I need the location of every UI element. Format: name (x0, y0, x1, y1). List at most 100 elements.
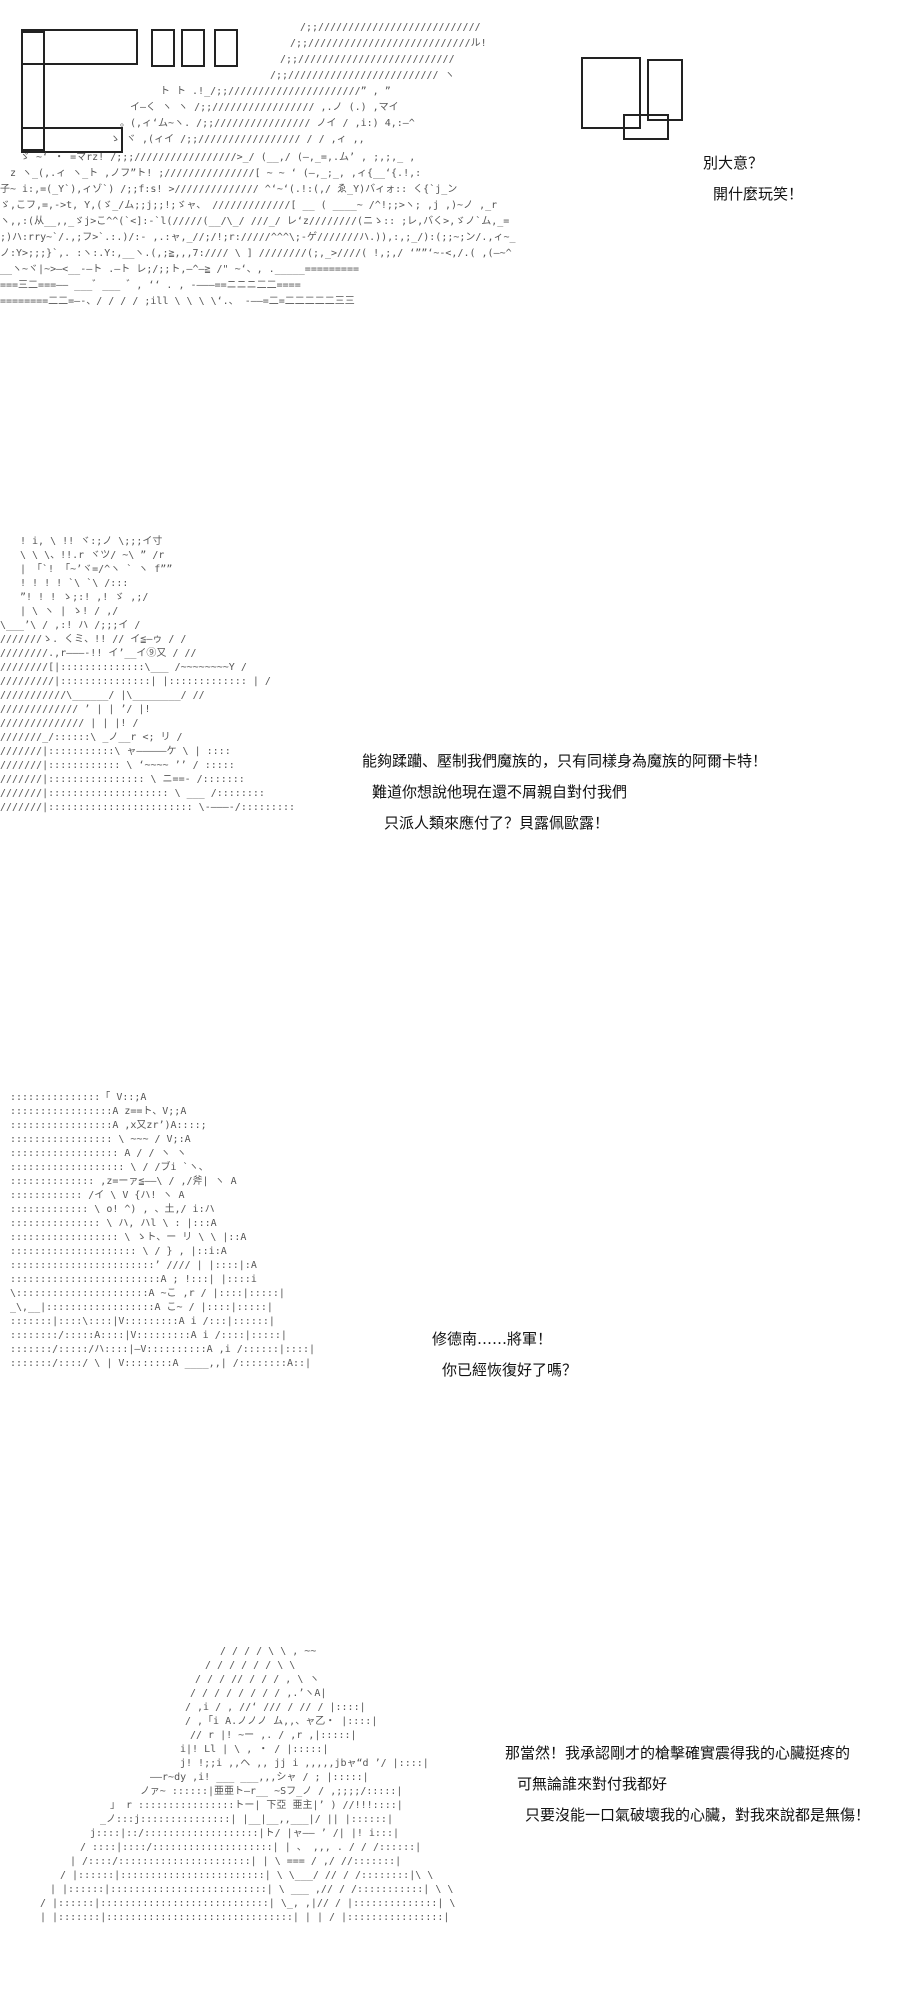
svg-text:::::::::::::::::::::::::’ ///: ::::::::::::::::::::::::’ //// | |::::|:… (10, 1260, 257, 1271)
svg-text:ノ:Y>;;;}`,. :ヽ:.Y:,__ヽ.(,;≧,,: ノ:Y>;;;}`,. :ヽ:.Y:,__ヽ.(,;≧,,,7://// \ ]… (0, 247, 512, 259)
panel-4-dialogue: 那當然！我承認剛才的槍擊確實震得我的心臟挺疼的 可無論誰來對付我都好 只要沒能一… (505, 1744, 870, 1837)
svg-text::::::::::::::::::A ,x又zr’)A:: :::::::::::::::::A ,x又zr’)A::::; (10, 1119, 207, 1131)
svg-text:_\,__|::::::::::::::::::A こ~: _\,__|::::::::::::::::::A こ~ / |::::|:::… (10, 1302, 273, 1313)
svg-text:。(,ィ‘ム~ヽ. /;;////////////////: 。(,ィ‘ム~ヽ. /;;//////////////// ノイ / ,i:) … (120, 117, 415, 129)
svg-text:/ ,i / , //‘ /// / // /: / ,i / , //‘ /// / // / |::::| (185, 1702, 366, 1713)
svg-text:/ |::::::|:::::::::::::::::::: / |::::::|::::::::::::::::::::::::| \ \_… (60, 1870, 433, 1881)
svg-text:j! !;;i ,,ヘ ,, jj i ,,,,,jb: j! !;;i ,,ヘ ,, jj i ,,,,,jbャ“d ’/ |::::| (180, 1758, 429, 1769)
panel-3-dialogue: 修德南……將軍！ 你已經恢復好了嗎？ (432, 1330, 577, 1392)
svg-text:| 「`! 「~’ヾ=/^ヽ ` ヽ f””: | 「`! 「~’ヾ=/^ヽ ` ヽ f”” (20, 563, 172, 575)
svg-text::::::::::::::::::A z==ト、V;;: :::::::::::::::::A z==ト、V;;A (10, 1106, 186, 1117)
svg-text:ノァ~ ::::::|亜亜ト—r__ ~Sフ_ノ /: ノァ~ ::::::|亜亜ト—r__ ~Sフ_ノ / ,;;;;/:::::| (140, 1786, 402, 1797)
svg-text:////////////// | | |: ////////////// | | |! / (0, 718, 138, 729)
armored-man-character-art: / / / / \ \ , ~~ / / / / / / \ \ / / / /… (40, 1646, 455, 1923)
svg-text:」 r ::::::::::::::::トー| 下亞: 」 r ::::::::::::::::トー| 下亞 亜主|’ ) //!!!:… (110, 1799, 403, 1811)
svg-text::::::::/::::/ \ | V::::::::: :::::::/::::/ \ | V::::::::A ____,,| /::… (10, 1358, 311, 1369)
svg-text:イ—く ヽ ヽ /;;/////////////////: イ—く ヽ ヽ /;;///////////////// ,.ノ (.) ,マイ (130, 102, 399, 113)
svg-text:ヽ,,:(从__,,_ゞj>こ^^(`<]:‐`l(////: ヽ,,:(从__,,_ゞj>こ^^(`<]:‐`l(/////(__/\_/ /… (0, 215, 509, 227)
svg-text:j::::|::/:::::::::::::::::::|ト: j::::|::/:::::::::::::::::::|ト/ |ャ—— ’ /… (90, 1828, 399, 1839)
svg-text:///////|:::::::::::: \ ‘~~~~: ///////|:::::::::::: \ ‘~~~~ ’’ / ::::: (0, 760, 235, 771)
svg-text::::::::::::::::::::::::::A: :::::::::::::::::::::::::A ; !:::| |::::… (10, 1274, 257, 1285)
svg-text:///////|::::::::::::::::::::: ///////|:::::::::::::::::::: \ ___ /::::… (0, 788, 265, 799)
svg-text:/ / / / / / \ \: / / / / / / \ \ (205, 1660, 295, 1671)
panel-1-ascii-art: /;;/////////////////////////// /;;//////… (0, 10, 690, 340)
svg-text::::::::::::::::「 V::;A: :::::::::::::::「 V::;A (10, 1091, 146, 1103)
svg-text:::::::::/:::::A::::|V:::::::::: ::::::::/:::::A::::|V:::::::::A i /::::|… (10, 1330, 287, 1341)
svg-text:”! ! ! ゝ;:! ,! ゞ ,;/: ”! ! ! ゝ;:! ,! ゞ ,;/ (20, 592, 148, 603)
svg-text://///////|:::::::::::::::| |:: /////////|:::::::::::::::| |::::::::::::… (0, 676, 271, 687)
svg-text:/ / / / / / / / ,.’ヽ: / / / / / / / / ,.’ヽA| (190, 1688, 326, 1699)
svg-text:::::::::::::::: \ ハ, ハl \: ::::::::::::::: \ ハ, ハl \ : |:::A (10, 1218, 217, 1229)
svg-text:| /::::/::::::::::::::::::::: | /::::/::::::::::::::::::::::| | \ === … (70, 1856, 401, 1867)
svg-text:z ヽ_(,.ィ ヽ_ト ,ノフ”ト! ;/////: z ヽ_(,.ィ ヽ_ト ,ノフ”ト! ;///////////////[ ~ … (10, 168, 421, 179)
svg-text:::::::::::::: \ o! ^) , 、: ::::::::::::: \ o! ^) , 、土,/ i:ハ (10, 1202, 215, 1215)
dialogue-line: 難道你想說他現在還不屑親自對付我們 (372, 783, 628, 801)
svg-text:! i, \ !! ヾ:;ノ \;;;イ寸: ! i, \ !! ヾ:;ノ \;;;イ寸 (20, 534, 162, 547)
svg-text:ゞ ~‘ ・ =マrz! /;;;///////////: ゞ ~‘ ・ =マrz! /;;;/////////////////>_/ (_… (20, 151, 415, 163)
dialogue-line: 那當然！我承認剛才的槍擊確實震得我的心臟挺疼的 (505, 1744, 851, 1762)
svg-text:///////_/::::::\ _ノ__r <;: ///////_/::::::\ _ノ__r <; リ / (0, 732, 183, 743)
svg-text:| |::::::|::::::::::::::::::: | |::::::|::::::::::::::::::::::::::| \ … (50, 1884, 453, 1895)
svg-text:/;;///////////////////////////: /;;/////////////////////////// (300, 22, 481, 33)
panel-3-ascii-art: :::::::::::::::「 V::;A :::::::::::::::::… (0, 1080, 440, 1480)
sfx-go-glyph-1 (21, 29, 238, 153)
dialogue-line: 修德南……將軍！ (432, 1330, 553, 1348)
impact-debris-art: /;;/////////////////////////// /;;//////… (0, 22, 516, 307)
svg-text:////////[|::::::::::::::\___ /: ////////[|::::::::::::::\___ /~~~~~~~~Y … (0, 662, 247, 673)
svg-text:ゝ ヾ ,(ィイ /;;////////////////: ゝ ヾ ,(ィイ /;;///////////////// / / ,ィ ,, (110, 134, 365, 145)
panel-1-dialogue: 別大意？ 開什麼玩笑！ (703, 154, 803, 216)
svg-text:///////////// ’ | | ’/: ///////////// ’ | | ’/ |! (0, 704, 151, 715)
svg-text:| |:::::::|::::::::::::::::: | |:::::::|:::::::::::::::::::::::::::::… (40, 1912, 449, 1923)
svg-text::::::::/:::::/ハ::::|—V::::::::: :::::::/:::::/ハ::::|—V::::::::::A ,i /::… (10, 1344, 315, 1355)
panel-3: :::::::::::::::「 V::;A :::::::::::::::::… (0, 1080, 899, 1480)
svg-text:::::::::::::::::: \ ~~~ /: ::::::::::::::::: \ ~~~ / V;:A (10, 1134, 191, 1145)
svg-text:| \ ヽ | ゝ! / ,/: | \ ヽ | ゝ! / ,/ (20, 606, 118, 617)
svg-text:///////|:::::::::::\ ャ—————ケ: ///////|:::::::::::\ ャ—————ケ \ | :::: (0, 745, 231, 757)
svg-text:/ / / / \ \ , ~~: / / / / \ \ , ~~ (220, 1646, 316, 1657)
svg-text:///////|:::::::::::::::: \ ニ: ///////|:::::::::::::::: \ ニ==- /::::::: (0, 774, 245, 785)
svg-text:ゞ,こフ,=,->t, Y,(ゞ_/ム;;j;;!;ゞャ、: ゞ,こフ,=,->t, Y,(ゞ_/ム;;j;;!;ゞャ、 //////////… (0, 199, 497, 211)
svg-text:===三二===—– ___゛___ ゛, ‘‘: ===三二===—– ___゛___ ゛, ‘‘ . , ‐———==ニニニ二二… (0, 279, 301, 291)
svg-text:/ |::::::|::::::::::::::::::: / |::::::|::::::::::::::::::::::::::::| … (40, 1898, 455, 1909)
svg-text:::::::::::::::::::::: \ / }: ::::::::::::::::::::: \ / } , |::i:A (10, 1246, 227, 1257)
svg-text:// r |! ~ー ,. / ,r ,|::: // r |! ~ー ,. / ,r ,|:::::| (190, 1730, 357, 1741)
dialogue-line: 別大意？ (703, 154, 764, 172)
svg-text::::::::::::: /イ \ V {ハ!: :::::::::::: /イ \ V {ハ! ヽ A (10, 1190, 185, 1201)
panel-2: ! i, \ !! ヾ:;ノ \;;;イ寸 \ \ \、!!.r ヾツ/ ~\ … (0, 520, 899, 910)
dialogue-line: 開什麼玩笑！ (713, 185, 804, 203)
svg-text:__ヽ~ヾ|~>—<__-—ト .—ト レ;/;;ト,—^—: __ヽ~ヾ|~>—<__-—ト .—ト レ;/;;ト,—^—≧ /" ~‘、, … (0, 264, 359, 275)
sfx-go-glyph-2 (581, 57, 683, 140)
svg-text::::::::::::::::::: A / /: :::::::::::::::::: A / / ヽ ヽ (10, 1148, 187, 1159)
svg-text:子~ i:,=(_Y`),ィゾ`) /;;f:s! >//: 子~ i:,=(_Y`),ィゾ`) /;;f:s! >/////////////… (0, 183, 457, 195)
panel-2-dialogue: 能夠蹂躪、壓制我們魔族的，只有同樣身為魔族的阿爾卡特！ 難道你想說他現在還不屑親… (362, 752, 767, 845)
svg-text:ト ト .!_/;;///////////////////: ト ト .!_/;;//////////////////////” , ” (160, 86, 391, 97)
svg-text:i|! Ll | \ , ・ / |:: i|! Ll | \ , ・ / |:::::| (180, 1744, 328, 1755)
svg-text:///////ゝ. くミ、!! // イ≦—ゥ /: ///////ゝ. くミ、!! // イ≦—ゥ / / (0, 634, 186, 645)
svg-text:///////|::::::::::::::::::::::: ///////|:::::::::::::::::::::::: \-———-/… (0, 802, 295, 813)
dialogue-line: 只派人類來應付了？貝露佩歐露！ (384, 814, 610, 832)
svg-text:========二二=—-、/ / / / ;il: ========二二=—-、/ / / / ;ill \ \ \ \‘.、 -—… (0, 296, 355, 307)
demon-face-character-art: ! i, \ !! ヾ:;ノ \;;;イ寸 \ \ \、!!.r ヾツ/ ~\ … (0, 534, 295, 813)
dialogue-line: 能夠蹂躪、壓制我們魔族的，只有同樣身為魔族的阿爾卡特！ (362, 752, 768, 770)
panel-1: /;;/////////////////////////// /;;//////… (0, 0, 899, 340)
panel-4-ascii-art: / / / / \ \ , ~~ / / / / / / \ \ / / / /… (0, 1640, 620, 2000)
svg-text:/;;///////////////////////// ヽ: /;;///////////////////////// ヽ (270, 70, 455, 81)
svg-text::::::::::::::: ,z=ーァ≦——\ /: :::::::::::::: ,z=ーァ≦——\ / ,/斧| ヽ A (10, 1175, 237, 1187)
dialogue-line: 可無論誰來對付我都好 (517, 1775, 668, 1793)
svg-text:_ノ:::j:::::::::::::::| |__|_: _ノ:::j:::::::::::::::| |__|__,,___|/ || … (100, 1814, 393, 1825)
shoulder-figure-art: :::::::::::::::「 V::;A :::::::::::::::::… (10, 1091, 315, 1369)
svg-text:\::::::::::::::::::::::A ~こ: \::::::::::::::::::::::A ~こ ,r / |::::|:… (10, 1288, 285, 1299)
panel-4: / / / / \ \ , ~~ / / / / / / \ \ / / / /… (0, 1640, 899, 2000)
svg-text:\ \ \、!!.r ヾツ/ ~\ ” /r: \ \ \、!!.r ヾツ/ ~\ ” /r (20, 550, 164, 561)
svg-text:///////////\______/ |\_______: ///////////\______/ |\________/ // (0, 690, 205, 701)
svg-text:! ! ! ! `\ `\ /:::: ! ! ! ! `\ `\ /::: (20, 577, 128, 589)
svg-text:////////.,r———-!! イ’__イ⑨又 /: ////////.,r———-!! イ’__イ⑨又 / // (0, 647, 197, 659)
svg-text:\___’\ / ,:! ハ /;;;イ /: \___’\ / ,:! ハ /;;;イ / (0, 620, 140, 631)
dialogue-line: 只要沒能一口氣破壞我的心臟，對我來說都是無傷！ (525, 1806, 871, 1824)
svg-text:/;;///////////////////////////: /;;///////////////////////////ル! (290, 38, 487, 49)
dialogue-line: 你已經恢復好了嗎？ (442, 1361, 578, 1379)
svg-text:——r~dy ,i! ___ ___,,,シャ /: ——r~dy ,i! ___ ___,,,シャ / ; |:::::| (150, 1772, 369, 1783)
svg-text:;)ハ:rry~`/.,;フ>`.:.)/:- ,.:ャ,_: ;)ハ:rry~`/.,;フ>`.:.)/:- ,.:ャ,_//;/!;r://… (0, 231, 516, 243)
svg-text:/;;//////////////////////////: /;;////////////////////////// (280, 54, 455, 65)
svg-text:::::::::::::::::::: \ / /: ::::::::::::::::::: \ / /ブi `ヽ、 (10, 1160, 209, 1173)
